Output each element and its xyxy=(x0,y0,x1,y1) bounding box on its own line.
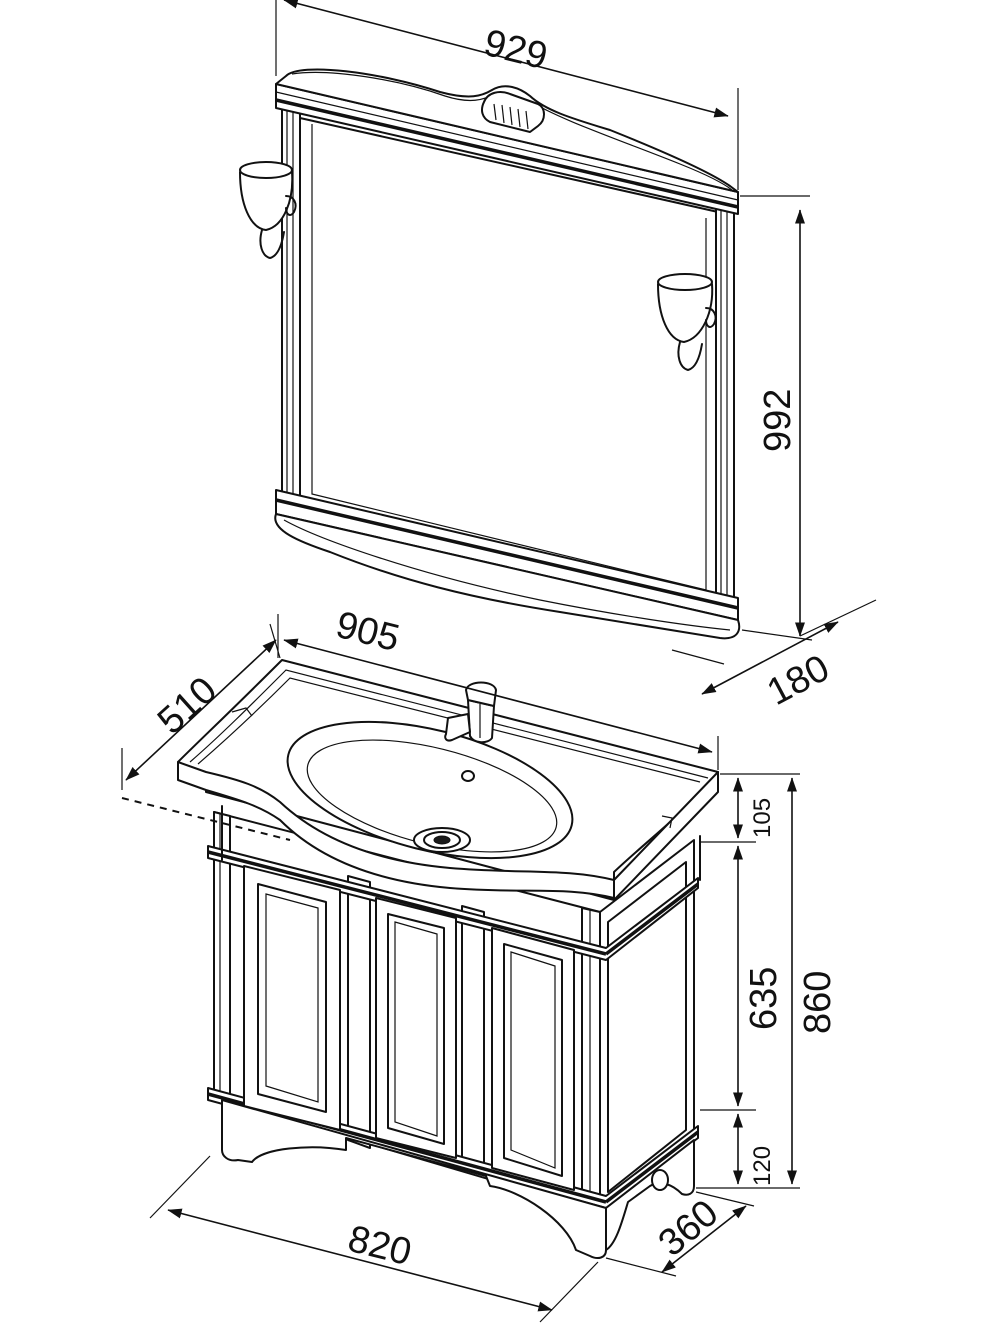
mirror xyxy=(239,68,741,640)
dim-base-depth: 360 xyxy=(651,1192,727,1265)
dim-top-width: 905 xyxy=(332,604,404,660)
cabinet-upper-band xyxy=(207,845,699,961)
dim-base-width: 820 xyxy=(344,1218,416,1274)
dim-top-height: 105 xyxy=(749,798,776,838)
mirror-left-sconce-icon xyxy=(239,161,297,259)
basin-overflow-icon xyxy=(461,770,475,782)
vanity-cabinet xyxy=(177,659,719,1259)
basin-drain-icon xyxy=(413,827,471,853)
mirror-right-sconce-icon xyxy=(657,273,717,371)
dim-plinth-height: 120 xyxy=(749,1146,776,1186)
cabinet-plinth-front xyxy=(221,1099,607,1259)
cabinet-door-right[interactable] xyxy=(491,927,575,1191)
dimension-lines xyxy=(121,0,877,1323)
cabinet-door-left[interactable] xyxy=(243,865,341,1131)
mirror-left-pilaster xyxy=(281,95,301,513)
cabinet-door-middle[interactable] xyxy=(375,897,457,1159)
dim-total-height: 860 xyxy=(797,971,839,1034)
dim-mirror-width: 929 xyxy=(480,22,552,78)
cabinet-lower-band xyxy=(207,1087,699,1209)
dim-body-height: 635 xyxy=(743,967,785,1030)
dim-mirror-height: 992 xyxy=(757,389,799,452)
mirror-right-pilaster xyxy=(715,195,735,625)
